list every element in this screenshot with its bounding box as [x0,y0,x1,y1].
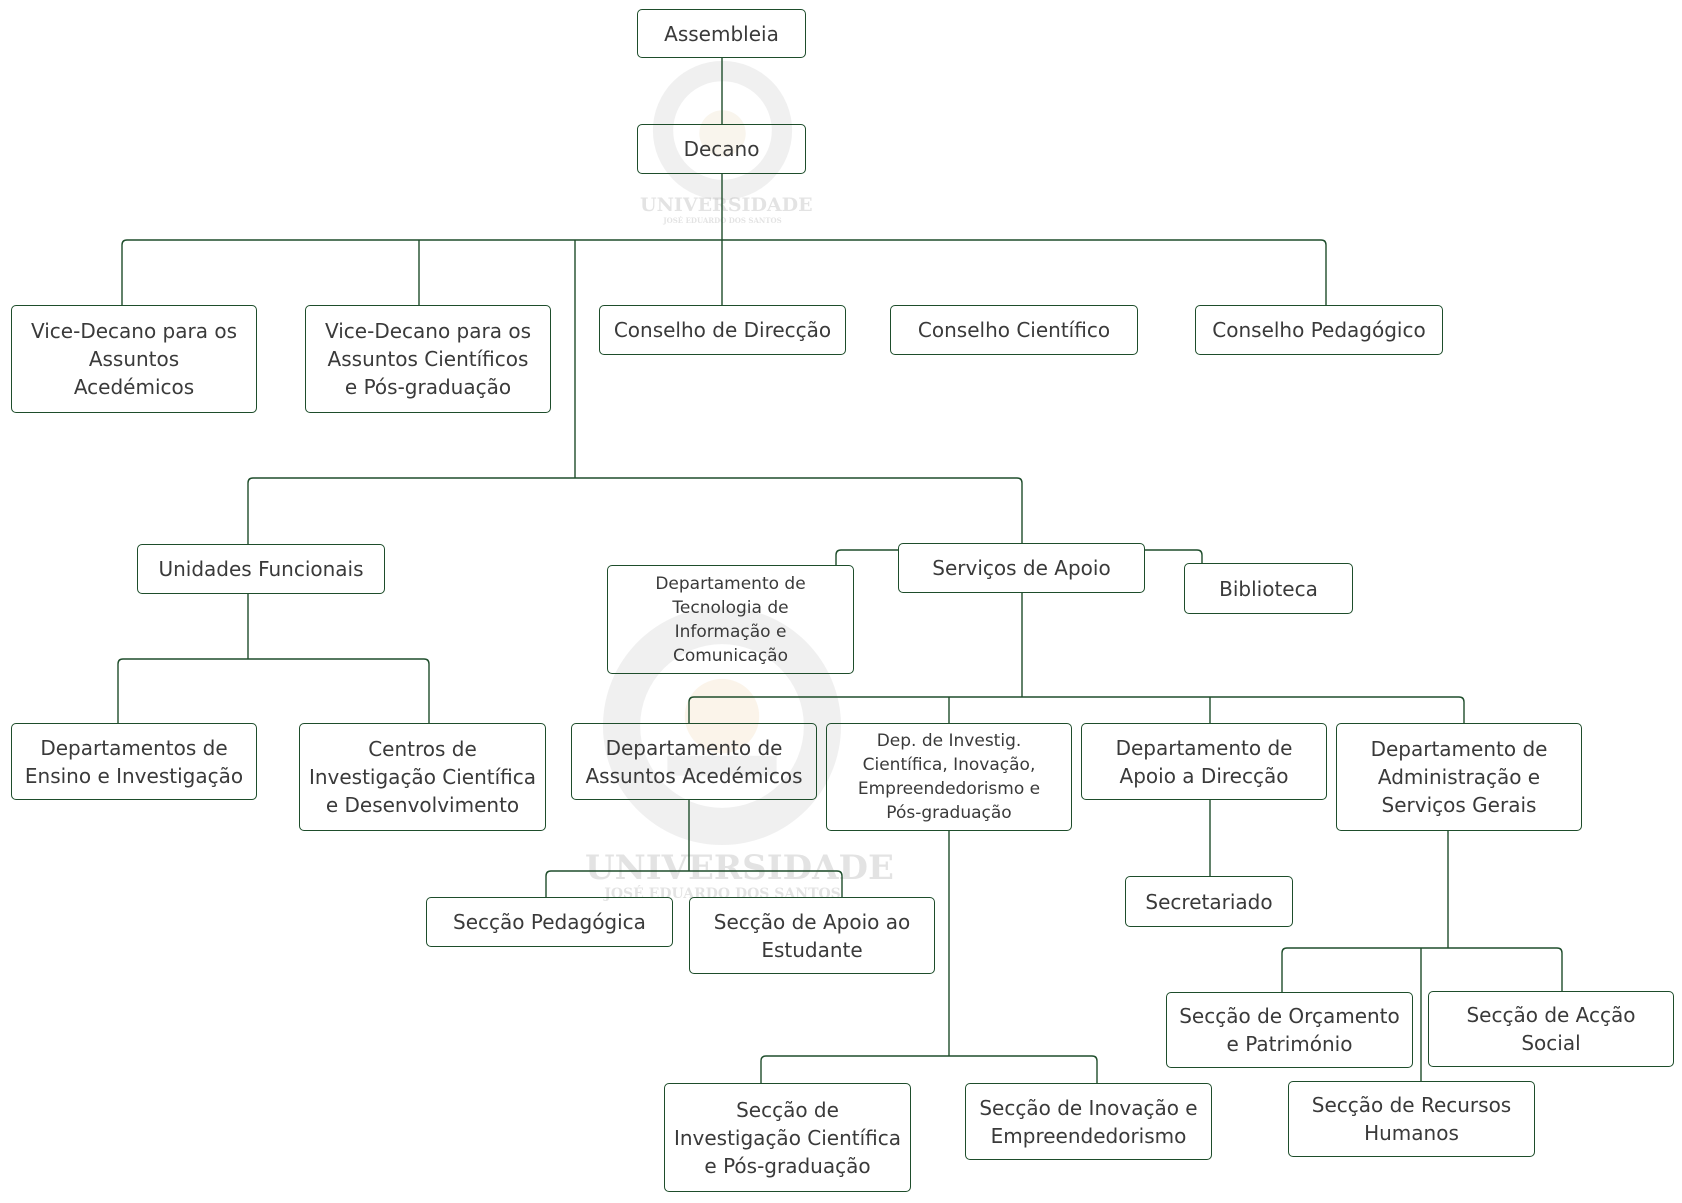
node-label: Departamento de Assuntos Acedémicos [585,735,803,788]
connector-unidades-bus [117,658,430,723]
node-label: Secretariado [1145,889,1273,914]
node-dep-apoio-direccao[interactable]: Departamento de Apoio a Direcção [1081,723,1327,800]
node-label: Serviços de Apoio [932,556,1111,580]
node-decano[interactable]: Decano [637,124,806,174]
node-label: Secção Pedagógica [453,910,646,934]
connector-servicos-biblioteca [1145,549,1203,563]
node-seccao-pedagogica[interactable]: Secção Pedagógica [426,897,673,947]
node-label: Departamento de Tecnologia de Informação… [655,573,806,666]
node-vice-decano-academicos[interactable]: Vice-Decano para os Assuntos Acedémicos [11,305,257,413]
node-dep-assuntos-academicos[interactable]: Departamento de Assuntos Acedémicos [571,723,817,800]
node-label: Decano [683,137,760,161]
node-seccao-accao-social[interactable]: Secção de Acção Social [1428,991,1674,1067]
connector-dasg-bus [1281,947,1563,992]
connector-servicos-bus [688,696,1465,723]
node-label: Secção de Inovação e Empreendedorismo [979,1095,1198,1148]
node-seccao-investigacao[interactable]: Secção de Investigação Científica e Pós-… [664,1083,911,1192]
connector-daa-bus [545,870,843,897]
node-vice-decano-cientificos[interactable]: Vice-Decano para os Assuntos Científicos… [305,305,551,413]
node-label: Secção de Apoio ao Estudante [713,909,911,962]
node-conselho-cientifico[interactable]: Conselho Científico [890,305,1138,355]
node-label: Departamentos de Ensino e Investigação [24,735,244,788]
node-seccao-orcamento[interactable]: Secção de Orçamento e Património [1166,992,1413,1068]
connector-servicos-dtic [835,549,898,565]
node-secretariado[interactable]: Secretariado [1125,876,1293,927]
node-label: Secção de Acção Social [1466,1003,1636,1055]
node-label: Secção de Recursos Humanos [1311,1093,1512,1145]
node-conselho-direccao[interactable]: Conselho de Direcção [599,305,846,355]
node-label: Conselho Científico [917,318,1111,342]
node-seccao-recursos-humanos[interactable]: Secção de Recursos Humanos [1288,1081,1535,1157]
node-dep-investig-cientifica[interactable]: Dep. de Investig. Científica, Inovação, … [826,723,1072,831]
node-label: Conselho de Direcção [613,318,832,342]
connector-dic-bus [760,1055,1098,1083]
node-label: Unidades Funcionais [158,557,364,581]
node-unidades-funcionais[interactable]: Unidades Funcionais [137,544,385,594]
node-label: Assembleia [664,21,779,46]
connector-top-bus [121,239,1327,305]
node-dep-administracao[interactable]: Departamento de Administração e Serviços… [1336,723,1582,831]
node-label: Conselho Pedagógico [1212,318,1426,342]
node-seccao-inovacao[interactable]: Secção de Inovação e Empreendedorismo [965,1083,1212,1160]
node-centros-investigacao[interactable]: Centros de Investigação Científica e Des… [299,723,546,831]
node-label: Departamento de Apoio a Direcção [1115,735,1293,788]
node-label: Centros de Investigação Científica e Des… [308,737,537,817]
node-assembleia[interactable]: Assembleia [637,9,806,58]
node-label: Vice-Decano para os Assuntos Acedémicos [31,319,237,399]
node-label: Dep. de Investig. Científica, Inovação, … [857,731,1041,823]
node-dep-ensino-investigacao[interactable]: Departamentos de Ensino e Investigação [11,723,257,800]
node-label: Departamento de Administração e Serviços… [1370,737,1548,817]
node-biblioteca[interactable]: Biblioteca [1184,563,1353,614]
node-dep-tic[interactable]: Departamento de Tecnologia de Informação… [607,565,854,674]
node-label: Secção de Investigação Científica e Pós-… [673,1097,902,1178]
connector-mid-bus [247,477,1023,544]
node-seccao-apoio-estudante[interactable]: Secção de Apoio ao Estudante [689,897,935,974]
node-label: Vice-Decano para os Assuntos Científicos… [325,319,531,399]
node-conselho-pedagogico[interactable]: Conselho Pedagógico [1195,305,1443,355]
node-label: Secção de Orçamento e Património [1179,1004,1400,1056]
node-label: Biblioteca [1219,576,1318,601]
node-servicos-apoio[interactable]: Serviços de Apoio [898,543,1145,593]
